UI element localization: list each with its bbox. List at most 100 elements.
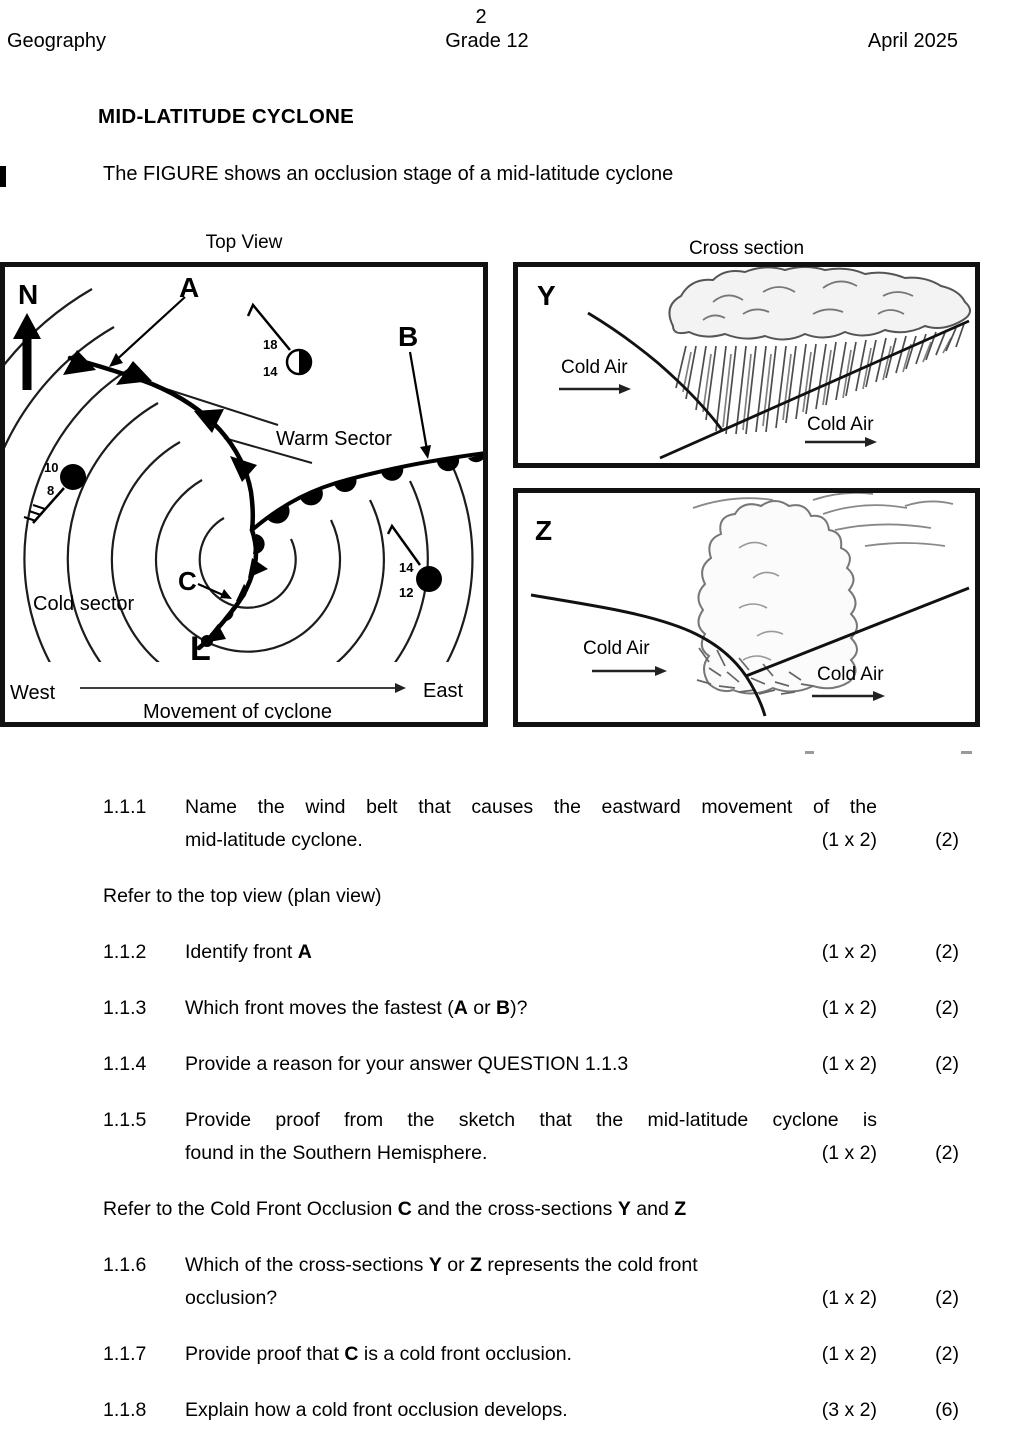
- anvil-wisps: [692, 493, 954, 547]
- low-pressure-label: L: [190, 630, 211, 668]
- label-z: Z: [535, 515, 552, 546]
- label-c-arrow-icon: [197, 582, 232, 599]
- question-number: 1.1.5: [103, 1109, 147, 1131]
- occlusion-boundary-curve: [530, 593, 767, 717]
- cold-air-right-label: Cold Air: [817, 664, 884, 685]
- movement-label: Movement of cyclone: [143, 701, 332, 723]
- cross-section-caption: Cross section: [688, 238, 805, 259]
- west-label: West: [10, 682, 56, 704]
- questions-section: 1.1.1 Name the wind belt that causes the…: [103, 791, 959, 1427]
- cold-air-right-arrow-icon: [805, 437, 877, 447]
- north-arrow-icon: [13, 313, 41, 390]
- question-text: Which front moves the fastest (A or B)? …: [185, 992, 959, 1025]
- station-model-top: 18 14: [246, 302, 313, 379]
- marks-total: (2): [935, 1343, 959, 1365]
- marks-total: (2): [935, 997, 959, 1019]
- warm-front-line: [250, 451, 483, 532]
- station-value: 18: [263, 337, 277, 352]
- warm-front-semicircle: [468, 454, 483, 463]
- question-number: 1.1.1: [103, 796, 147, 818]
- occlusion-boundary-curve: [587, 311, 724, 431]
- question-number: 1.1.8: [103, 1399, 147, 1421]
- top-view-caption: Top View: [205, 232, 283, 253]
- page-number: 2: [475, 6, 487, 28]
- question-1-1-2: 1.1.2 Identify front A (1 x 2) (2): [103, 936, 959, 969]
- cropped-left-edge-mark: [0, 166, 6, 187]
- cold-air-right-arrow-icon: [812, 691, 885, 701]
- question-text: Provide proof from the sketch that the m…: [185, 1109, 877, 1131]
- occluded-front-semicircle: [223, 607, 234, 622]
- question-1-1-8: 1.1.8 Explain how a cold front occlusion…: [103, 1394, 959, 1427]
- warm-front-semicircle: [266, 505, 290, 524]
- occluded-front-blob: [201, 635, 213, 647]
- occluded-front-semicircle: [236, 584, 247, 602]
- question-1-1-4: 1.1.4 Provide a reason for your answer Q…: [103, 1048, 959, 1081]
- question-text: Provide a reason for your answer QUESTIO…: [185, 1048, 959, 1081]
- cold-front-triangle: [63, 350, 96, 375]
- west-east-arrow-icon: [80, 683, 406, 693]
- page-header: Geography Grade 12 April 2025: [7, 30, 958, 53]
- header-grade: Grade 12: [445, 30, 529, 52]
- marks-calc: (1 x 2): [821, 1343, 877, 1365]
- scan-artifact-dash: [805, 751, 814, 754]
- station-value: 12: [399, 585, 413, 600]
- question-1-1-3: 1.1.3 Which front moves the fastest (A o…: [103, 992, 959, 1025]
- station-value: 14: [399, 560, 414, 575]
- question-1-1-7: 1.1.7 Provide proof that C is a cold fro…: [103, 1338, 959, 1371]
- isobars: [5, 288, 474, 662]
- warm-front-semicircle: [300, 489, 323, 506]
- occluded-front-line: [196, 527, 268, 651]
- scan-artifact-dash: [961, 751, 972, 754]
- warm-front-semicircle: [381, 467, 404, 481]
- cross-section-z-figure: Z Cold Air Cold Air: [513, 488, 980, 727]
- question-text-line2: occlusion? (1 x 2) (2): [185, 1282, 959, 1315]
- header-date: April 2025: [867, 30, 958, 52]
- marks-calc: (1 x 2): [821, 829, 877, 851]
- question-number: 1.1.3: [103, 997, 147, 1019]
- cold-front-line: [63, 350, 257, 533]
- question-1-1-5: 1.1.5 Provide proof from the sketch that…: [103, 1104, 959, 1170]
- warm-front-semicircle: [334, 477, 357, 493]
- cold-air-left-arrow-icon: [592, 666, 667, 676]
- station-model-right: 14 12: [386, 523, 442, 600]
- occluded-front-triangle: [248, 558, 268, 578]
- question-text: Identify front A (1 x 2) (2): [185, 936, 959, 969]
- marks-total: (2): [935, 1287, 959, 1309]
- question-text-line2: found in the Southern Hemisphere. (1 x 2…: [185, 1137, 959, 1170]
- cumulonimbus-cloud: [692, 493, 954, 695]
- warm-sector-label: Warm Sector: [276, 428, 392, 450]
- cold-air-left-label: Cold Air: [561, 357, 628, 378]
- question-number: 1.1.4: [103, 1053, 147, 1075]
- cold-sector-label: Cold sector: [33, 593, 134, 615]
- section-title: MID-LATITUDE CYCLONE: [98, 105, 355, 128]
- cold-air-left-arrow-icon: [559, 384, 631, 394]
- question-text-line2: mid-latitude cyclone. (1 x 2) (2): [185, 824, 959, 857]
- station-value: 8: [47, 483, 54, 498]
- intro-text: The FIGURE shows an occlusion stage of a…: [103, 163, 674, 185]
- warm-front-semicircle: [437, 458, 460, 472]
- label-c: C: [178, 566, 197, 596]
- marks-calc: (3 x 2): [821, 1399, 877, 1421]
- east-label: East: [423, 680, 463, 702]
- marks-total: (2): [935, 1053, 959, 1075]
- cold-front-triangle: [116, 361, 152, 385]
- question-number: 1.1.6: [103, 1254, 147, 1276]
- marks-calc: (1 x 2): [821, 1287, 877, 1309]
- refer-top-view-instruction: Refer to the top view (plan view): [103, 885, 382, 907]
- nimbostratus-cloud: [668, 267, 971, 341]
- question-1-1-6: 1.1.6 Which of the cross-sections Y or Z…: [103, 1249, 959, 1315]
- station-model-left: 10 8: [23, 460, 86, 524]
- station-value: 14: [263, 364, 278, 379]
- label-a: A: [179, 272, 199, 303]
- cross-section-z-border: [513, 488, 980, 727]
- question-text: Provide proof that C is a cold front occ…: [185, 1338, 959, 1371]
- marks-calc: (1 x 2): [821, 1053, 877, 1075]
- marks-calc: (1 x 2): [821, 1142, 877, 1164]
- question-number: 1.1.7: [103, 1343, 147, 1365]
- marks-total: (2): [935, 941, 959, 963]
- marks-total: (6): [935, 1399, 959, 1421]
- label-b-arrow-icon: [408, 351, 431, 459]
- cold-air-right-label: Cold Air: [807, 414, 874, 435]
- marks-calc: (1 x 2): [821, 941, 877, 963]
